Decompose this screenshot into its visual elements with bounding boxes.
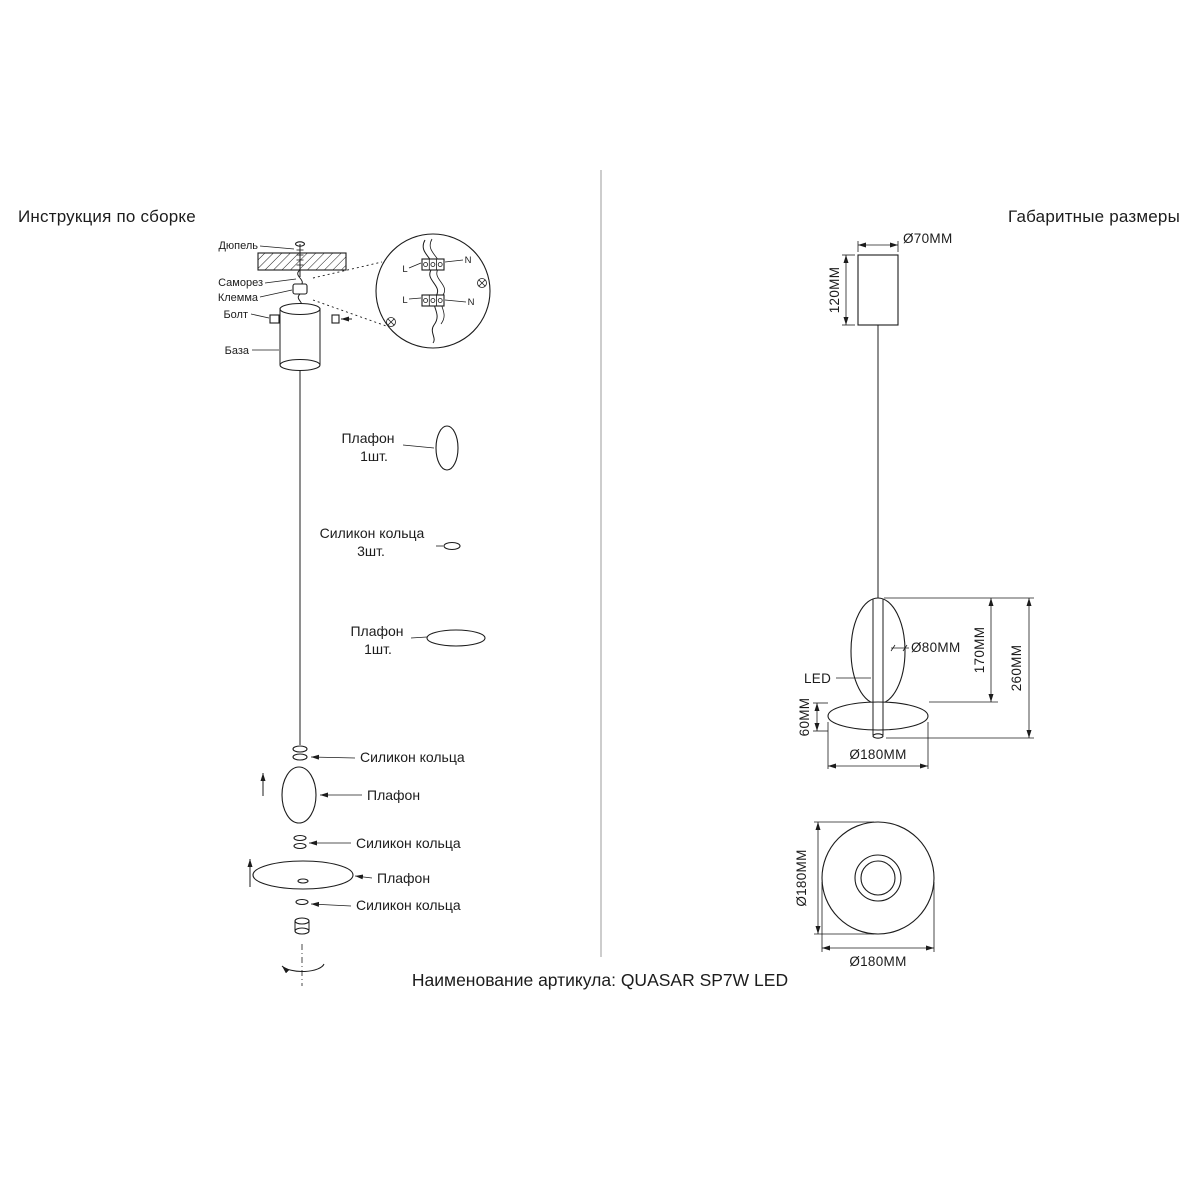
- bottom-view-ring-inner: [860, 860, 896, 896]
- dim-disc-diameter-label: Ø180MM: [849, 747, 906, 762]
- base-cylinder: [269, 302, 352, 372]
- dim-bottom-horizontal: Ø180MM: [821, 882, 935, 969]
- part-silicone-rings: Силикон кольца 3шт.: [320, 525, 461, 559]
- canopy-shape: [857, 254, 899, 326]
- ground-screw-left: [386, 317, 396, 327]
- step-rings-mid-label: Силикон кольца: [356, 835, 461, 851]
- callout-labels: Дюпель Саморез Клемма Болт База: [218, 240, 297, 357]
- wire-label-l-mid: L: [402, 295, 407, 306]
- bottom-view-outer-circle: [821, 821, 935, 935]
- dim-shade-diameter: Ø80MM: [890, 640, 961, 655]
- rotation-arrow: [281, 944, 325, 986]
- bottom-view: [821, 821, 935, 935]
- bolt-left: [269, 314, 280, 324]
- dim-shade-height: 170MM: [884, 597, 1034, 703]
- dimensions-panel: Ø70MM 120MM Ø80MM LED: [794, 231, 1034, 969]
- exploded-assembly: Силикон кольца Плафон Силикон кольца Пла…: [247, 745, 465, 986]
- dim-shade-height-label: 170MM: [972, 627, 987, 674]
- wire-label-n-mid: N: [468, 297, 475, 308]
- label-dowel: Дюпель: [218, 240, 258, 252]
- wiring-detail-zoom: L N L N: [312, 233, 491, 349]
- dim-bottom-vertical-label: Ø180MM: [794, 849, 809, 906]
- led-callout: LED: [804, 671, 871, 686]
- dim-overall-height-label: 260MM: [1009, 645, 1024, 692]
- right-panel-title: Габаритные размеры: [1008, 207, 1180, 226]
- part-rings-qty: 3шт.: [357, 543, 385, 559]
- step-shade-disc-label: Плафон: [377, 870, 430, 886]
- label-bolt: Болт: [223, 309, 248, 321]
- part-shade-disc-name: Плафон: [350, 623, 403, 639]
- ground-screw-right: [477, 278, 487, 288]
- step-shade-oval-shape: [281, 766, 317, 824]
- part-shade-top: Плафон 1шт.: [341, 425, 459, 471]
- step-rings-bottom-label: Силикон кольца: [356, 897, 461, 913]
- dim-bottom-horizontal-label: Ø180MM: [849, 954, 906, 969]
- part-shade-top-shape: [435, 425, 459, 471]
- wire-label-n-top: N: [465, 255, 472, 266]
- step-shade-disc-shape: [252, 860, 354, 890]
- dim-disc-diameter: Ø180MM: [827, 722, 929, 769]
- part-shade-disc-qty: 1шт.: [364, 641, 392, 657]
- left-panel-title: Инструкция по сборке: [18, 207, 196, 226]
- step-rings-top-label: Силикон кольца: [360, 749, 465, 765]
- part-rings-shape: [443, 541, 461, 551]
- assembly-instructions-panel: Дюпель Саморез Клемма Болт База: [218, 233, 491, 986]
- end-cap: [294, 917, 310, 935]
- dim-canopy-diameter: Ø70MM: [857, 231, 953, 252]
- dowel-and-screw: [294, 241, 306, 277]
- dim-overall-height: 260MM: [886, 598, 1034, 739]
- bolt-right: [331, 314, 340, 324]
- wire-2: [429, 238, 445, 325]
- terminal-clamp: [292, 269, 308, 309]
- label-terminal: Клемма: [218, 292, 259, 304]
- part-shade-disc-shape: [426, 629, 486, 647]
- dim-canopy-height: 120MM: [827, 254, 855, 326]
- dim-lower-height-label: 60MM: [797, 698, 812, 737]
- part-shade-top-name: Плафон: [341, 430, 394, 446]
- dim-canopy-diameter-label: Ø70MM: [903, 231, 953, 246]
- label-screw: Саморез: [218, 277, 263, 289]
- dim-shade-diameter-label: Ø80MM: [911, 640, 961, 655]
- article-name: Наименование артикула: QUASAR SP7W LED: [412, 970, 788, 990]
- led-label: LED: [804, 671, 831, 686]
- wire-label-l-top: L: [402, 264, 407, 275]
- part-shade-disc: Плафон 1шт.: [350, 623, 486, 657]
- dim-bottom-vertical: Ø180MM: [794, 821, 874, 935]
- zoom-circle: [375, 233, 491, 349]
- dim-shade-shape: [850, 597, 906, 705]
- dim-disc-shape: [827, 701, 929, 731]
- dim-lower-height: 60MM: [797, 698, 828, 737]
- label-base: База: [225, 345, 250, 357]
- bottom-view-ring-outer: [854, 854, 902, 902]
- terminal-block-mid: [421, 294, 445, 307]
- terminal-block-top: [421, 258, 445, 271]
- part-rings-name: Силикон кольца: [320, 525, 425, 541]
- step-shade-oval-label: Плафон: [367, 787, 420, 803]
- wire-1: [422, 239, 439, 344]
- inner-led-tube: [872, 599, 884, 739]
- ceiling-section: [257, 252, 347, 271]
- dim-canopy-height-label: 120MM: [827, 267, 842, 314]
- part-shade-top-qty: 1шт.: [360, 448, 388, 464]
